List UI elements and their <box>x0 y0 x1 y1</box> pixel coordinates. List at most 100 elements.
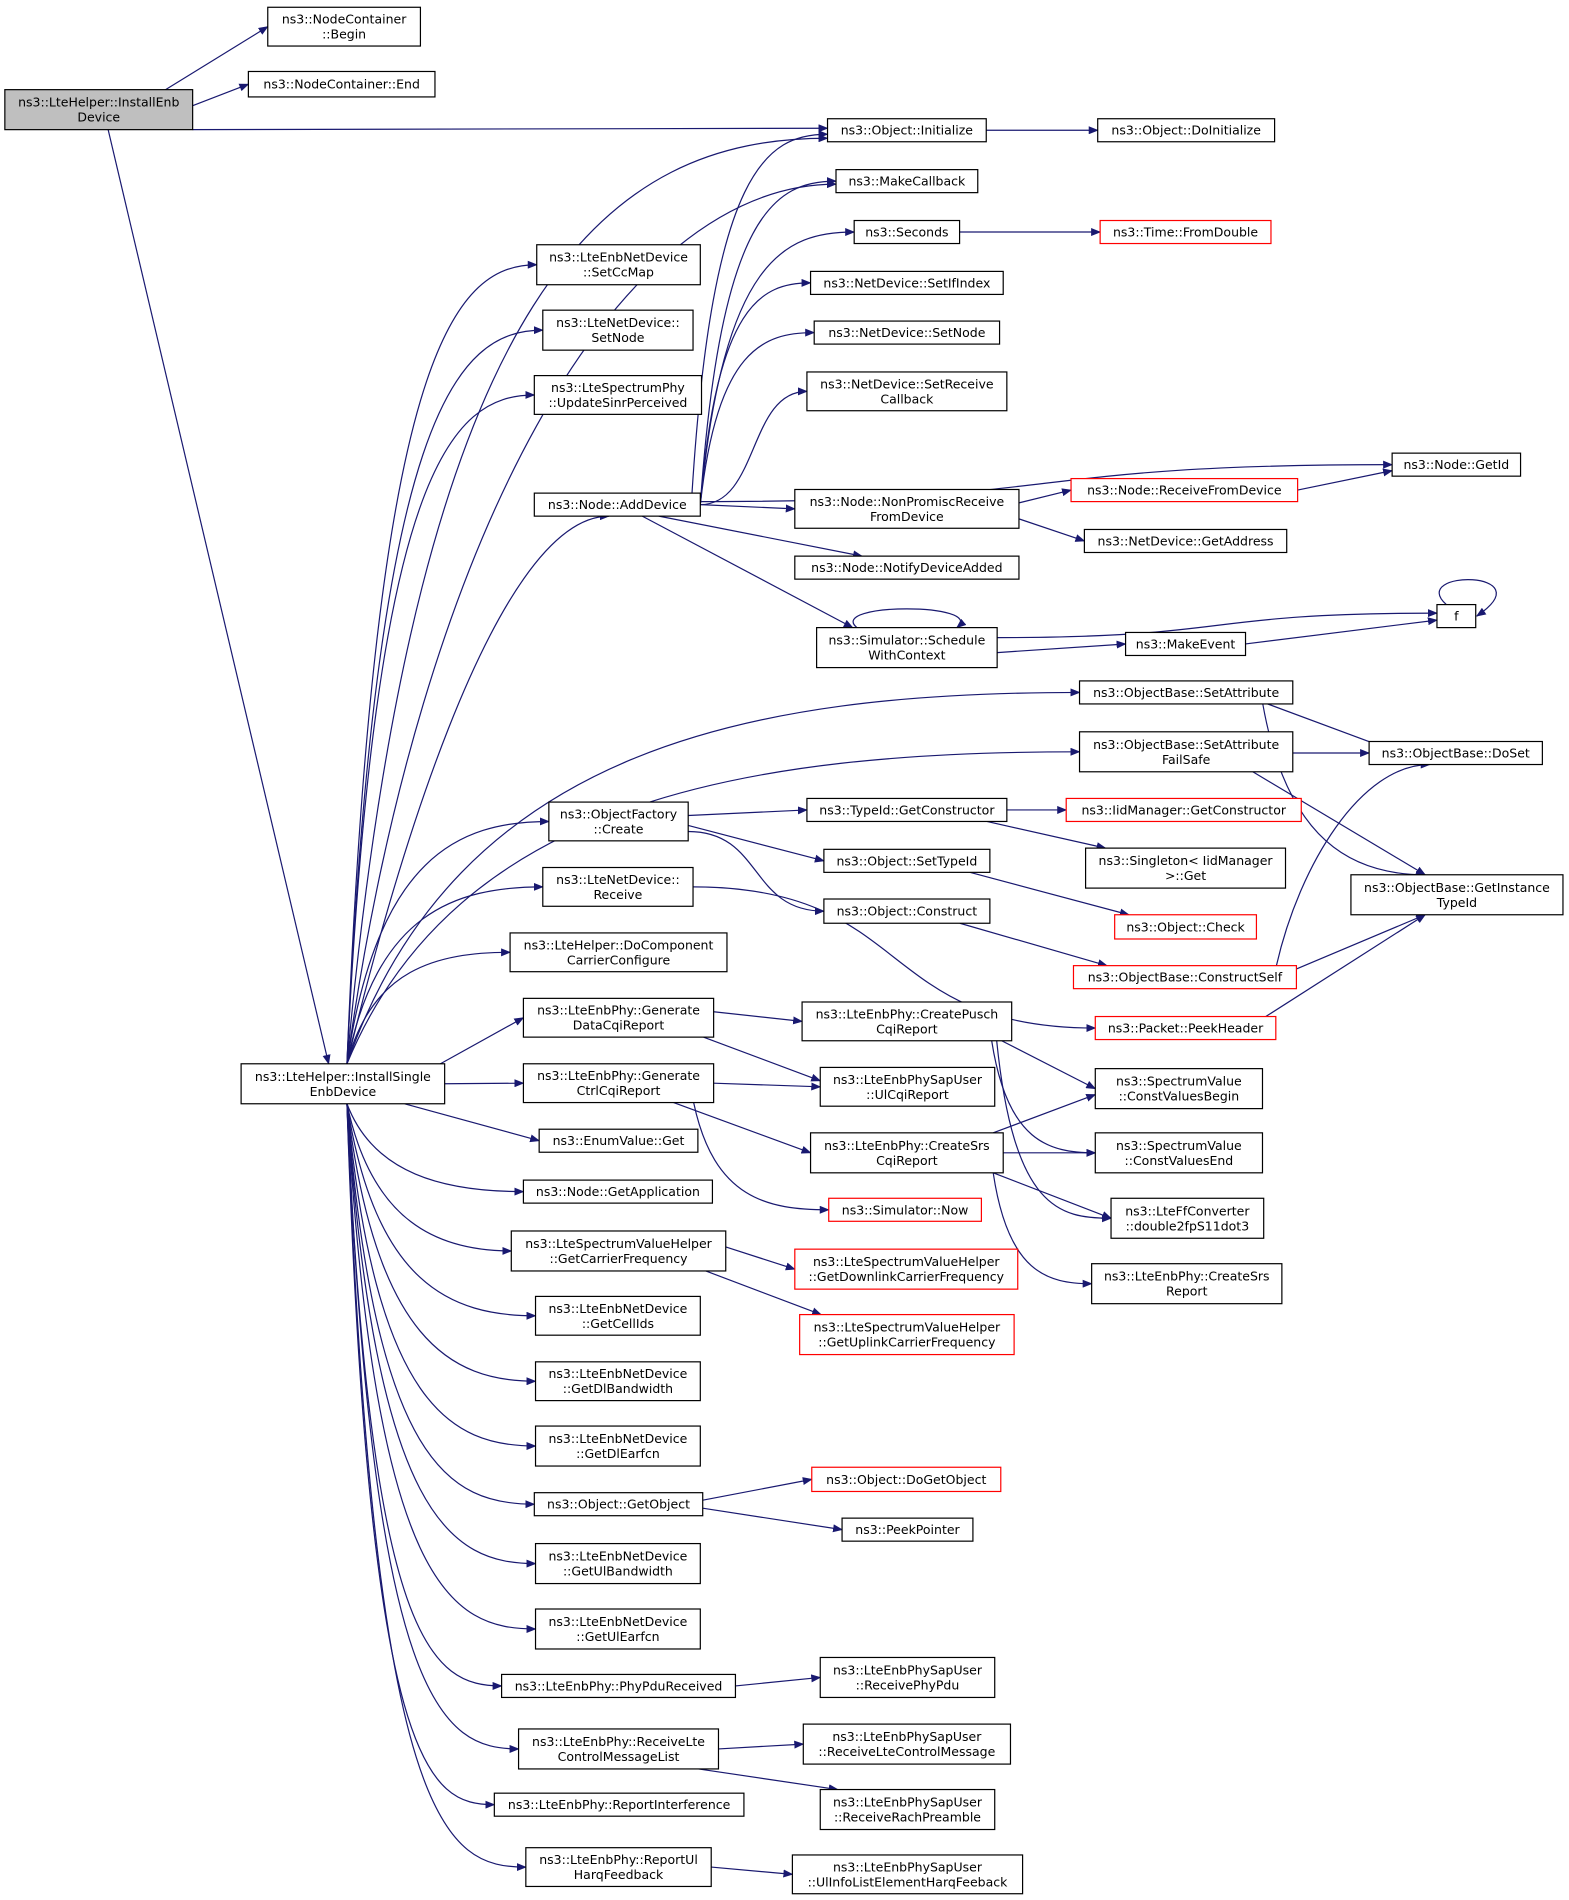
function-node-seconds[interactable]: ns3::Seconds <box>853 219 961 245</box>
function-node-cvend[interactable]: ns3::SpectrumValue::ConstValuesEnd <box>1094 1132 1264 1174</box>
function-node-ofcreate[interactable]: ns3::ObjectFactory::Create <box>548 801 689 842</box>
node-label-line: CqiReport <box>876 1021 938 1036</box>
function-node-updsinr[interactable]: ns3::LteSpectrumPhy::UpdateSinrPerceived <box>533 374 703 415</box>
function-node-getcellids[interactable]: ns3::LteEnbNetDevice::GetCellIds <box>534 1295 701 1336</box>
call-edge-createpusch-to-cvbegin <box>1001 1040 1097 1090</box>
call-edge-install-to-getdlbw <box>346 1103 537 1386</box>
call-edge-getobject-to-peekpointer <box>702 1507 844 1533</box>
function-node-peekpointer[interactable]: ns3::PeekPointer <box>841 1517 974 1542</box>
call-edge-nonpromisc-to-getaddress <box>1018 518 1086 542</box>
function-node-f[interactable]: f <box>1436 603 1477 629</box>
function-node-setccmap[interactable]: ns3::LteEnbNetDevice::SetCcMap <box>536 244 701 286</box>
function-node-dbl2fp[interactable]: ns3::LteFfConverter::double2fpS11dot3 <box>1110 1197 1265 1239</box>
function-node-setattr[interactable]: ns3::ObjectBase::SetAttribute <box>1078 680 1294 705</box>
function-node-getobject[interactable]: ns3::Object::GetObject <box>533 1492 704 1517</box>
function-node-peekheader[interactable]: ns3::Packet::PeekHeader <box>1094 1015 1277 1041</box>
function-node-notifyadded[interactable]: ns3::Node::NotifyDeviceAdded <box>794 555 1020 580</box>
node-label-line: ns3::ObjectBase::SetAttribute <box>1093 685 1279 700</box>
call-edge-install-to-genctrl <box>444 1079 525 1088</box>
function-node-adddevice[interactable]: ns3::Node::AddDevice <box>533 492 701 517</box>
function-node-getid[interactable]: ns3::Node::GetId <box>1391 452 1522 477</box>
function-node-setifindex[interactable]: ns3::NetDevice::SetIfIndex <box>809 270 1004 296</box>
function-node-reportint[interactable]: ns3::LteEnbPhy::ReportInterference <box>493 1792 745 1817</box>
function-node-ltesetnode[interactable]: ns3::LteNetDevice::SetNode <box>542 309 694 351</box>
call-edge-adddevice-to-setrecvcb <box>700 387 808 506</box>
node-box <box>1368 740 1543 766</box>
function-node-objinit[interactable]: ns3::Object::Initialize <box>826 118 987 143</box>
node-label-line: ns3::ObjectBase::ConstructSelf <box>1088 970 1283 985</box>
function-node-doset[interactable]: ns3::ObjectBase::DoSet <box>1368 740 1543 766</box>
function-node-getdlbw[interactable]: ns3::LteEnbNetDevice::GetDlBandwidth <box>534 1361 701 1402</box>
node-box <box>1091 1263 1283 1305</box>
function-node-ulinfo[interactable]: ns3::LteEnbPhySapUser::UlInfoListElement… <box>791 1854 1024 1895</box>
function-node-phypdu[interactable]: ns3::LteEnbPhy::PhyPduReceived <box>501 1673 737 1699</box>
function-node-objdoinit[interactable]: ns3::Object::DoInitialize <box>1097 118 1276 143</box>
function-node-ndsetnode[interactable]: ns3::NetDevice::SetNode <box>813 320 1001 345</box>
function-node-ncbegin[interactable]: ns3::NodeContainer::Begin <box>267 6 422 47</box>
function-node-getapp[interactable]: ns3::Node::GetApplication <box>522 1179 714 1204</box>
node-box <box>542 866 694 907</box>
call-edge-install-to-recvltecm <box>346 1103 520 1753</box>
function-node-construct[interactable]: ns3::Object::Construct <box>823 898 991 924</box>
function-node-makeevent[interactable]: ns3::MakeEvent <box>1124 631 1247 657</box>
function-node-singleton[interactable]: ns3::Singleton< IidManager>::Get <box>1084 847 1287 889</box>
function-node-getulearfcn[interactable]: ns3::LteEnbNetDevice::GetUlEarfcn <box>534 1608 701 1650</box>
node-label-line: ns3::Node::GetId <box>1403 457 1509 472</box>
function-node-sapltecm[interactable]: ns3::LteEnbPhySapUser::ReceiveLteControl… <box>802 1723 1012 1765</box>
node-label-line: Device <box>77 110 120 125</box>
node-box <box>1350 874 1564 916</box>
function-node-iidgetctor[interactable]: ns3::IidManager::GetConstructor <box>1065 797 1302 823</box>
function-node-recvltecm[interactable]: ns3::LteEnbPhy::ReceiveLteControlMessage… <box>517 1728 720 1770</box>
function-node-dogetobject[interactable]: ns3::Object::DoGetObject <box>811 1466 1002 1493</box>
function-node-constructself[interactable]: ns3::ObjectBase::ConstructSelf <box>1072 965 1298 990</box>
function-node-ncend[interactable]: ns3::NodeContainer::End <box>247 70 436 98</box>
function-node-ulcqi[interactable]: ns3::LteEnbPhySapUser::UlCqiReport <box>819 1066 996 1107</box>
node-label-line: ns3::LteEnbPhy::PhyPduReceived <box>515 1678 723 1693</box>
function-node-getulbw[interactable]: ns3::LteEnbNetDevice::GetUlBandwidth <box>534 1542 701 1585</box>
function-node-makecb[interactable]: ns3::MakeCallback <box>835 169 979 194</box>
function-node-settypeid[interactable]: ns3::Object::SetTypeId <box>823 848 991 873</box>
node-label-line: ns3::Simulator::Schedule <box>828 633 985 648</box>
node-box <box>1070 477 1299 503</box>
function-node-getulcarrier[interactable]: ns3::LteSpectrumValueHelper::GetUplinkCa… <box>799 1313 1015 1356</box>
function-node-getdlcarrier[interactable]: ns3::LteSpectrumValueHelper::GetDownlink… <box>794 1248 1019 1290</box>
node-label-line: FailSafe <box>1162 752 1211 767</box>
node-box <box>1099 219 1272 245</box>
call-edge-constructself-to-doset <box>1275 760 1431 966</box>
call-edge-adddevice-to-ndsetnode <box>699 328 816 505</box>
function-node-enumget[interactable]: ns3::EnumValue::Get <box>538 1128 699 1153</box>
function-node-rachpre[interactable]: ns3::LteEnbPhySapUser::ReceiveRachPreamb… <box>819 1788 996 1831</box>
node-box <box>799 1313 1015 1356</box>
node-label-line: ns3::Object::SetTypeId <box>836 853 977 868</box>
function-node-cvbegin[interactable]: ns3::SpectrumValue::ConstValuesBegin <box>1094 1068 1264 1110</box>
function-node-fromdouble[interactable]: ns3::Time::FromDouble <box>1099 219 1272 245</box>
function-node-getaddress[interactable]: ns3::NetDevice::GetAddress <box>1083 528 1288 554</box>
function-node-getdlearfcn[interactable]: ns3::LteEnbNetDevice::GetDlEarfcn <box>534 1425 701 1467</box>
function-node-getctor[interactable]: ns3::TypeId::GetConstructor <box>806 797 1008 823</box>
call-edge-f-to-f <box>1438 579 1497 617</box>
node-box <box>1391 452 1522 477</box>
function-node-simnow[interactable]: ns3::Simulator::Now <box>828 1197 982 1222</box>
function-node-check[interactable]: ns3::Object::Check <box>1114 914 1258 940</box>
node-label-line: CarrierConfigure <box>567 952 671 967</box>
edge-layer <box>107 26 1497 1878</box>
node-label-line: ns3::LteEnbPhySapUser <box>833 1795 983 1810</box>
function-node-ltereceive[interactable]: ns3::LteNetDevice::Receive <box>542 866 694 907</box>
function-node-getcarrier[interactable]: ns3::LteSpectrumValueHelper::GetCarrierF… <box>510 1230 727 1272</box>
function-node-docomp[interactable]: ns3::LteHelper::DoComponentCarrierConfig… <box>509 932 728 973</box>
function-node-recvfromdev[interactable]: ns3::Node::ReceiveFromDevice <box>1070 477 1299 503</box>
function-node-recvphypdu[interactable]: ns3::LteEnbPhySapUser::ReceivePhyPdu <box>819 1656 996 1699</box>
